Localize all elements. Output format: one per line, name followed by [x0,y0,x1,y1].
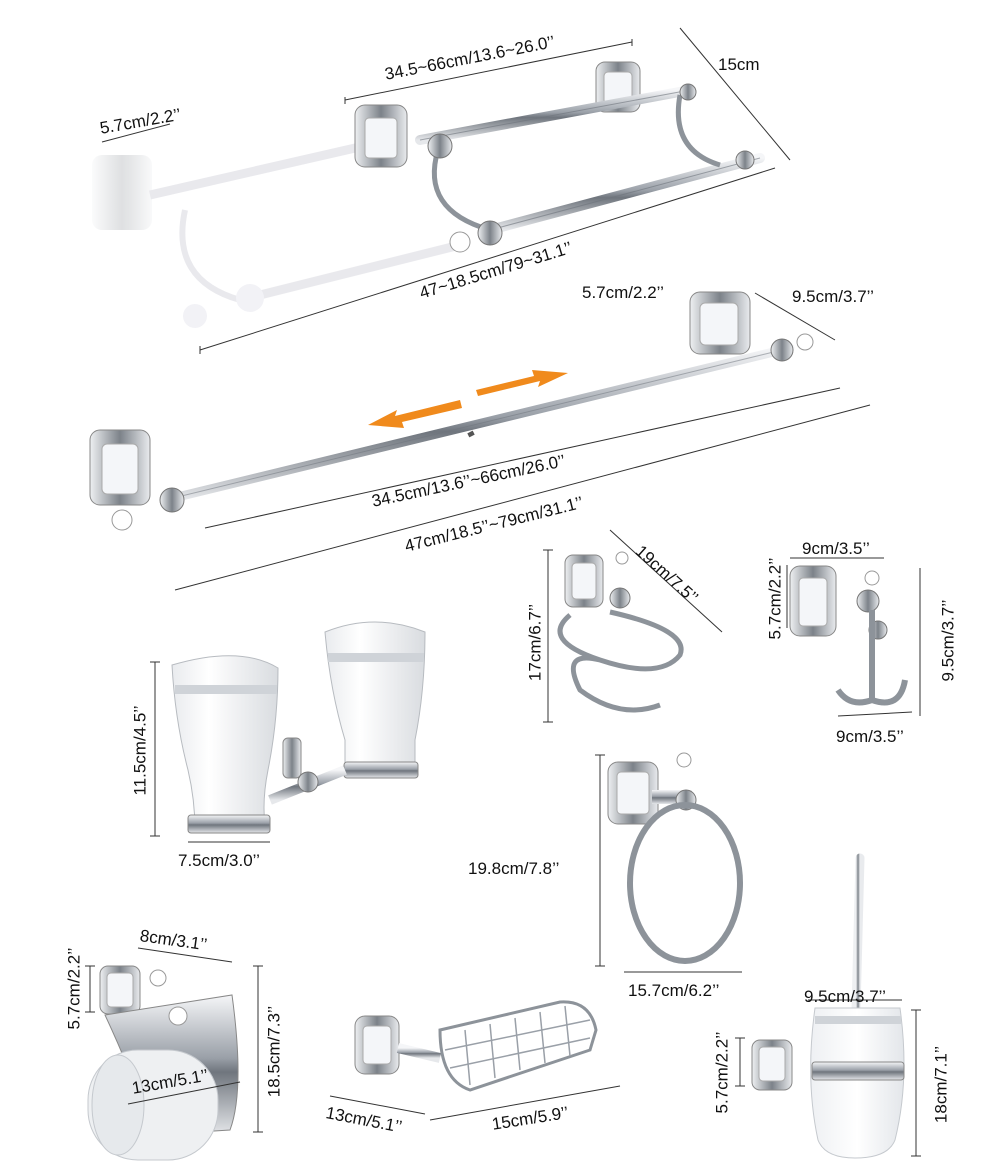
double-towel-bar-ghost [92,135,462,328]
dim-label: 5.7cm/2.2’’ [712,1031,732,1114]
dim-label: 11.5cm/4.5’’ [130,705,150,796]
dim-label: 9cm/3.5’’ [836,727,904,746]
tumbler-holder [150,621,426,843]
dim-label: 5.7cm/2.2’’ [582,283,664,302]
double-towel-bar [92,27,791,354]
dim-label: 9.5cm/3.7’’ [792,287,874,306]
hair-dryer-holder [543,529,723,723]
robe-hook [786,557,921,717]
single-towel-bar [89,291,871,591]
dim-label: 5.7cm/2.2’’ [64,947,84,1030]
dim-label: 15.7cm/6.2’’ [628,981,720,1000]
dim-label: 18.5cm/7.3’’ [264,1005,284,1098]
dim-label: 9.5cm/3.7’’ [804,987,886,1006]
dim-label: 18cm/7.1’’ [931,1045,951,1124]
dim-label: 9cm/3.5’’ [802,539,870,558]
paper-holder [85,947,263,1161]
toilet-brush [735,853,921,1159]
dim-label: 9.5cm/3.7’’ [938,599,958,682]
dim-label: 17cm/6.7’’ [525,603,545,682]
dim-label: 19.8cm/7.8’’ [468,859,560,878]
dim-label: 7.5cm/3.0’’ [178,851,260,870]
towel-ring [595,752,743,973]
soap-basket [329,1000,621,1121]
adjust-arrow-left-icon [368,400,462,428]
dim-label: 5.7cm/2.2’’ [765,557,785,640]
adjust-arrow-right-icon [476,370,568,396]
dim-label: 15cm [718,55,760,74]
